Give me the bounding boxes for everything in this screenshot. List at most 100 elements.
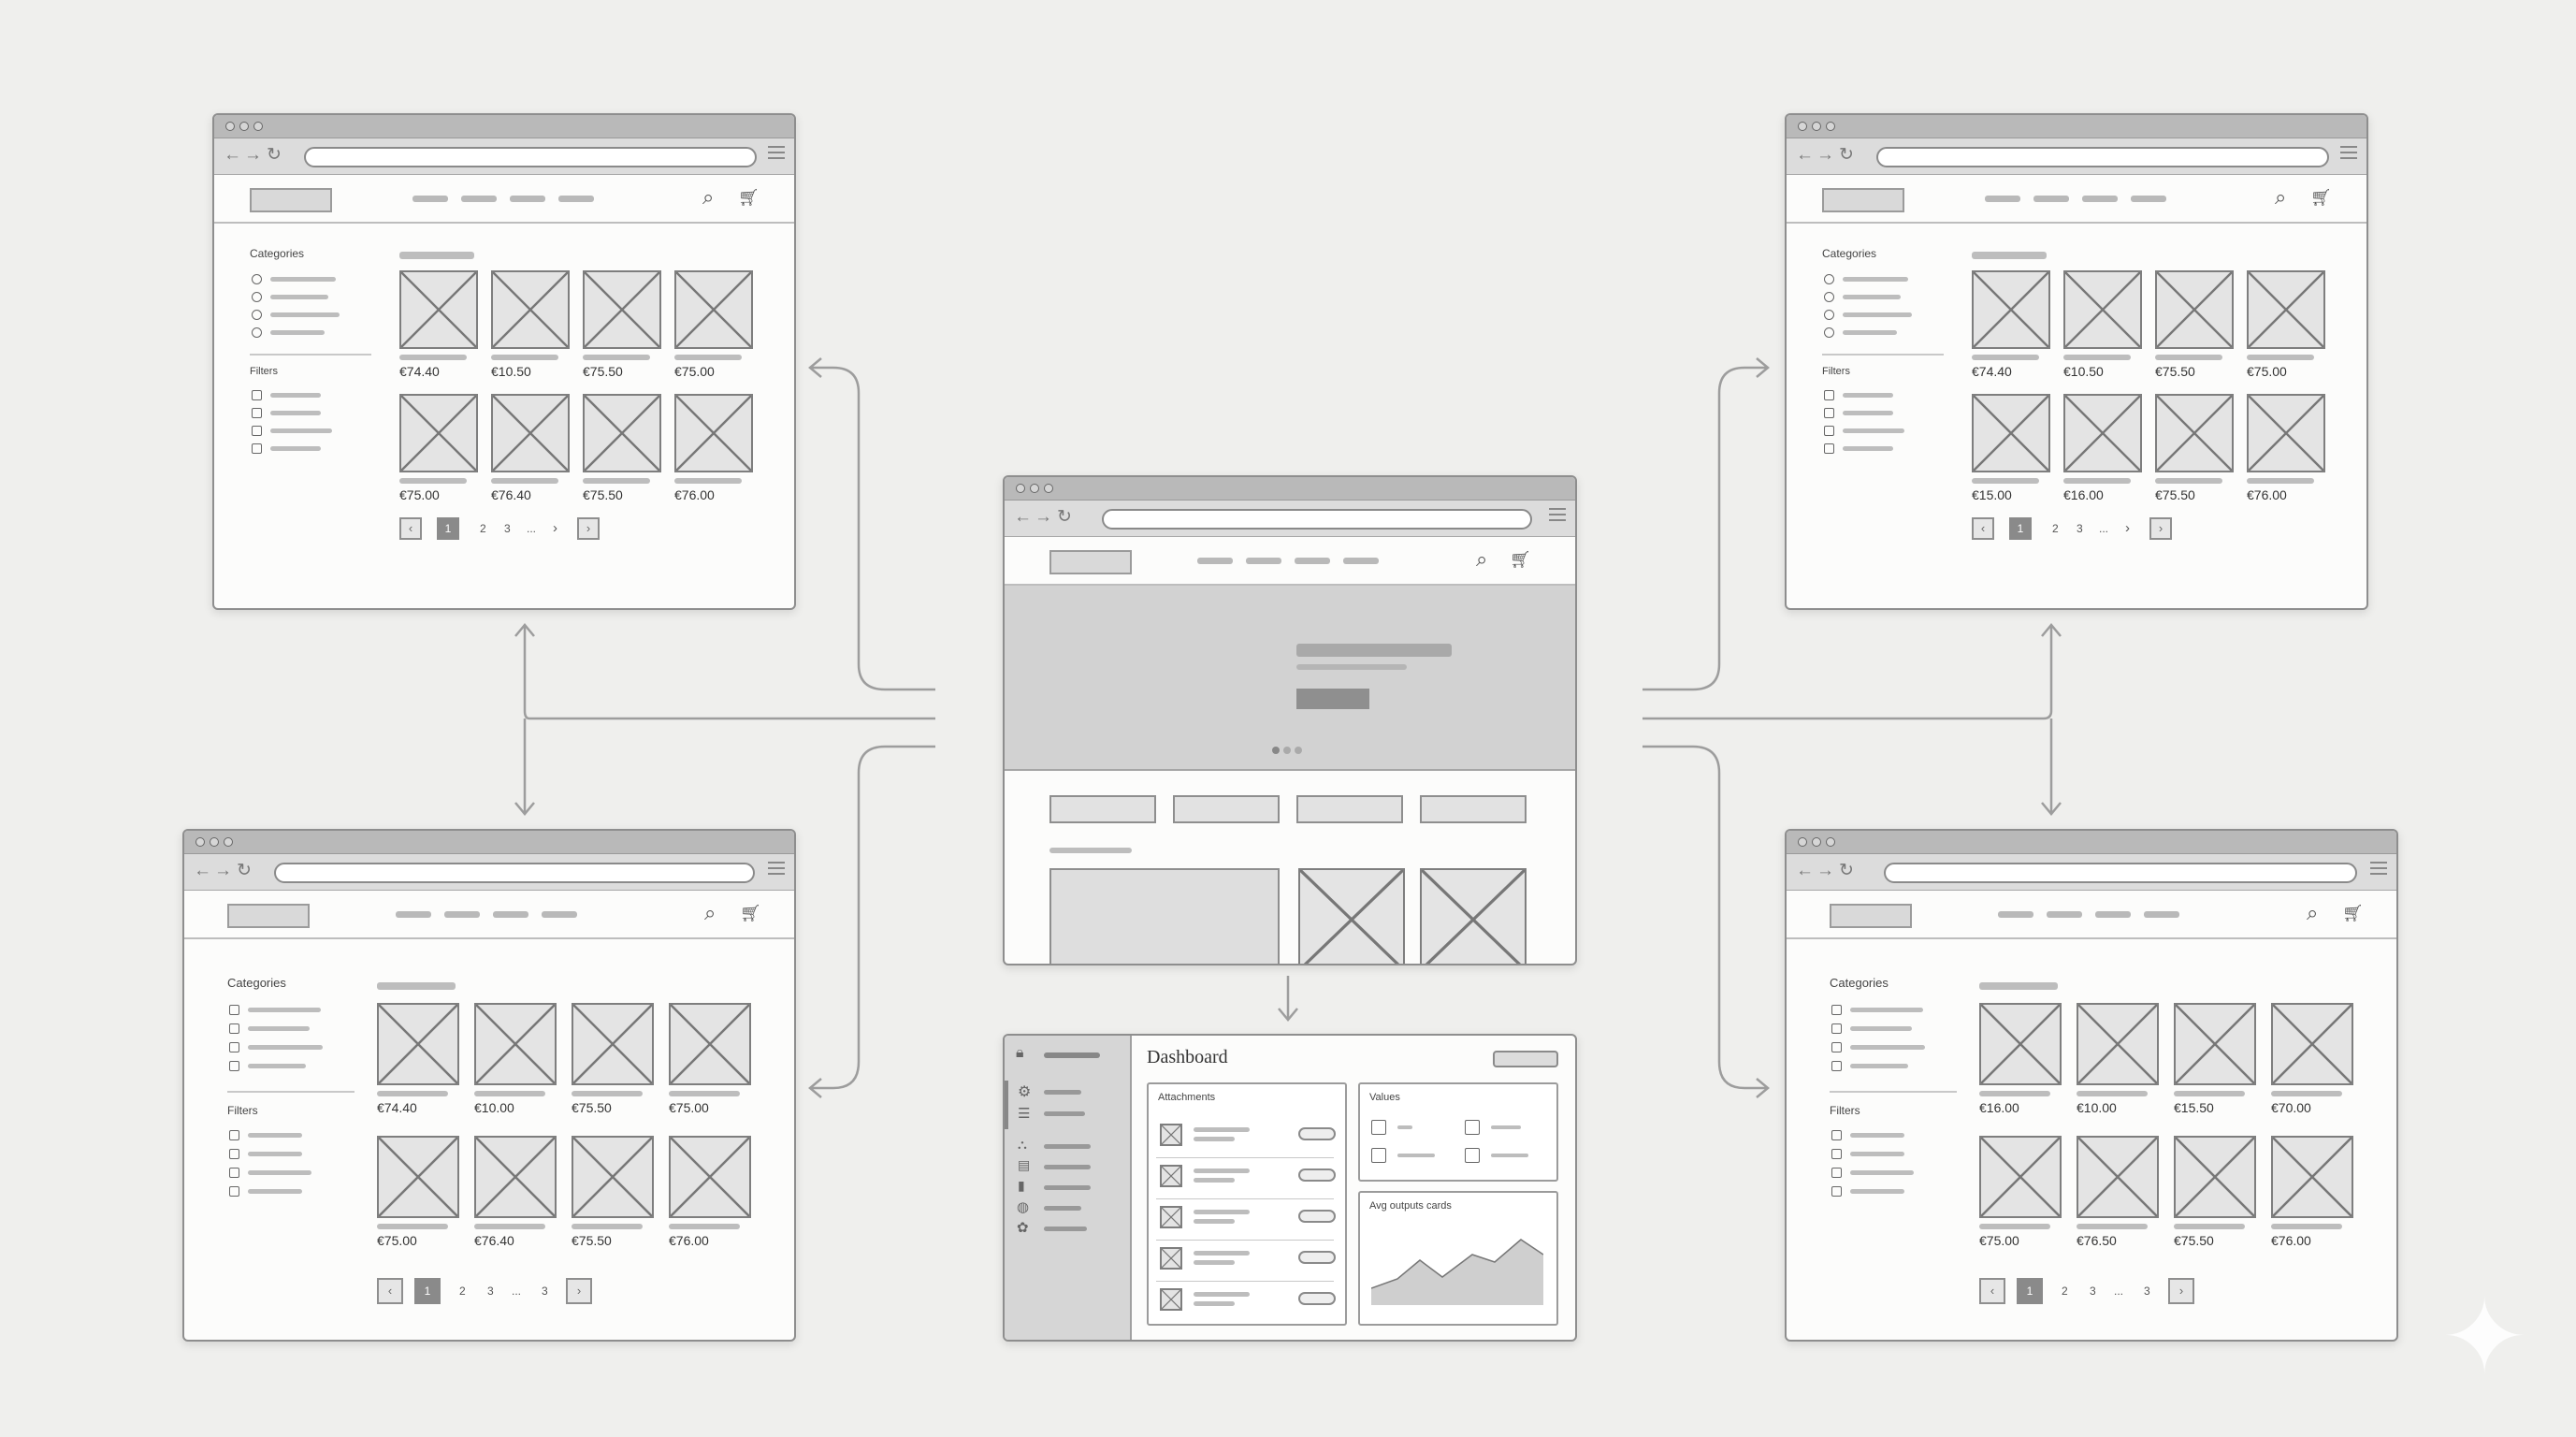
back-arrow-icon[interactable]: ← — [224, 145, 241, 165]
category-tile[interactable] — [1296, 795, 1403, 823]
pagination-prev-button[interactable]: ‹ — [1979, 1278, 2005, 1304]
nav-link[interactable] — [542, 911, 577, 918]
pagination-page[interactable]: 3 — [2077, 522, 2083, 535]
image-placeholder-icon[interactable] — [1979, 1136, 2062, 1218]
category-option[interactable] — [1824, 310, 1834, 320]
site-logo[interactable] — [1049, 550, 1132, 574]
hero-cta-button[interactable] — [1296, 689, 1369, 709]
value-checkbox[interactable] — [1371, 1148, 1386, 1163]
pagination-prev-button[interactable]: ‹ — [377, 1278, 403, 1304]
sidebar-item-label[interactable] — [1044, 1227, 1087, 1231]
nav-link[interactable] — [412, 196, 448, 202]
nav-link[interactable] — [1985, 196, 2020, 202]
image-placeholder-icon[interactable] — [583, 394, 661, 472]
forward-arrow-icon[interactable]: → — [214, 861, 232, 880]
reload-icon[interactable]: ↻ — [1057, 507, 1072, 527]
category-option[interactable] — [1824, 327, 1834, 338]
window-dot[interactable] — [253, 122, 263, 131]
image-placeholder-icon[interactable] — [1979, 1003, 2062, 1085]
image-placeholder-icon[interactable] — [1160, 1124, 1182, 1146]
gear-icon[interactable]: ⚙ — [1018, 1084, 1032, 1100]
pagination-next-button[interactable]: › — [577, 517, 600, 540]
hamburger-icon[interactable] — [768, 862, 785, 875]
image-placeholder-icon[interactable] — [491, 270, 570, 349]
image-placeholder-icon[interactable] — [1420, 868, 1527, 964]
back-arrow-icon[interactable]: ← — [1796, 861, 1814, 880]
filter-checkbox[interactable] — [1831, 1168, 1842, 1178]
category-checkbox[interactable] — [229, 1042, 239, 1052]
forward-arrow-icon[interactable]: → — [1816, 145, 1834, 165]
cart-icon[interactable]: 🛒︎ — [738, 188, 760, 207]
nav-link[interactable] — [2131, 196, 2166, 202]
forward-arrow-icon[interactable]: → — [1035, 507, 1052, 527]
pagination-prev-button[interactable]: ‹ — [399, 517, 422, 540]
pagination-page[interactable]: 2 — [480, 522, 486, 535]
image-placeholder-icon[interactable] — [474, 1136, 557, 1218]
pagination-current-page[interactable]: 1 — [2009, 517, 2032, 540]
window-dot[interactable] — [195, 837, 205, 847]
pagination-current-page[interactable]: 1 — [414, 1278, 441, 1304]
pagination-page[interactable]: 2 — [2062, 1285, 2068, 1298]
reload-icon[interactable]: ↻ — [1839, 861, 1854, 880]
window-dot[interactable] — [225, 122, 235, 131]
image-placeholder-icon[interactable] — [572, 1136, 654, 1218]
image-placeholder-icon[interactable] — [674, 270, 753, 349]
window-dot[interactable] — [1030, 484, 1039, 493]
nav-link[interactable] — [444, 911, 480, 918]
image-placeholder-icon[interactable] — [1160, 1288, 1182, 1311]
cart-icon[interactable]: 🛒︎ — [2342, 904, 2364, 922]
hamburger-icon[interactable] — [2340, 146, 2357, 159]
featured-block[interactable] — [1049, 868, 1280, 964]
image-placeholder-icon[interactable] — [399, 394, 478, 472]
document-icon[interactable]: ▤ — [1018, 1157, 1031, 1172]
search-icon[interactable]: ⌕ — [2275, 185, 2287, 209]
filter-checkbox[interactable] — [1824, 443, 1834, 454]
image-placeholder-icon[interactable] — [377, 1136, 459, 1218]
filter-checkbox[interactable] — [229, 1130, 239, 1140]
image-placeholder-icon[interactable] — [2077, 1003, 2159, 1085]
pagination-prev-button[interactable]: ‹ — [1972, 517, 1994, 540]
pagination-page[interactable]: 2 — [2052, 522, 2059, 535]
search-icon[interactable]: ⌕ — [704, 901, 716, 924]
filter-checkbox[interactable] — [1824, 408, 1834, 418]
category-checkbox[interactable] — [1831, 1005, 1842, 1015]
site-logo[interactable] — [227, 904, 310, 928]
search-icon[interactable]: ⌕ — [2307, 901, 2319, 924]
nav-link[interactable] — [1295, 558, 1330, 564]
image-placeholder-icon[interactable] — [491, 394, 570, 472]
globe-icon[interactable]: ◍ — [1017, 1199, 1030, 1215]
filter-checkbox[interactable] — [1831, 1186, 1842, 1197]
sidebar-item-label[interactable] — [1044, 1090, 1081, 1095]
category-checkbox[interactable] — [1831, 1023, 1842, 1034]
nav-link[interactable] — [2095, 911, 2131, 918]
chevron-right-icon[interactable]: › — [2125, 520, 2130, 536]
filter-checkbox[interactable] — [252, 408, 262, 418]
site-logo[interactable] — [1822, 188, 1904, 212]
image-placeholder-icon[interactable] — [2271, 1136, 2353, 1218]
nav-link[interactable] — [1998, 911, 2033, 918]
filter-checkbox[interactable] — [229, 1168, 239, 1178]
url-field[interactable] — [274, 863, 755, 883]
sidebar-item-label[interactable] — [1044, 1165, 1091, 1169]
back-arrow-icon[interactable]: ← — [194, 861, 211, 880]
reload-icon[interactable]: ↻ — [267, 145, 282, 165]
image-placeholder-icon[interactable] — [2174, 1003, 2256, 1085]
image-placeholder-icon[interactable] — [583, 270, 661, 349]
nav-link[interactable] — [1246, 558, 1281, 564]
nav-link[interactable] — [2047, 911, 2082, 918]
value-checkbox[interactable] — [1465, 1148, 1480, 1163]
pagination-page[interactable]: 3 — [487, 1285, 494, 1298]
hierarchy-icon[interactable]: ⛬ — [1018, 1137, 1027, 1152]
window-dot[interactable] — [1044, 484, 1053, 493]
filter-checkbox[interactable] — [229, 1186, 239, 1197]
toggle-pill[interactable] — [1298, 1251, 1336, 1264]
filter-checkbox[interactable] — [1824, 390, 1834, 400]
carousel-dot[interactable] — [1272, 747, 1280, 754]
settings-icon[interactable]: ✿ — [1017, 1220, 1029, 1236]
back-arrow-icon[interactable]: ← — [1796, 145, 1814, 165]
hero-banner[interactable] — [1005, 586, 1575, 771]
sidebar-item-label[interactable] — [1044, 1206, 1081, 1211]
filter-checkbox[interactable] — [252, 426, 262, 436]
cart-icon[interactable]: 🛒︎ — [2310, 188, 2332, 207]
window-dot[interactable] — [1826, 837, 1835, 847]
